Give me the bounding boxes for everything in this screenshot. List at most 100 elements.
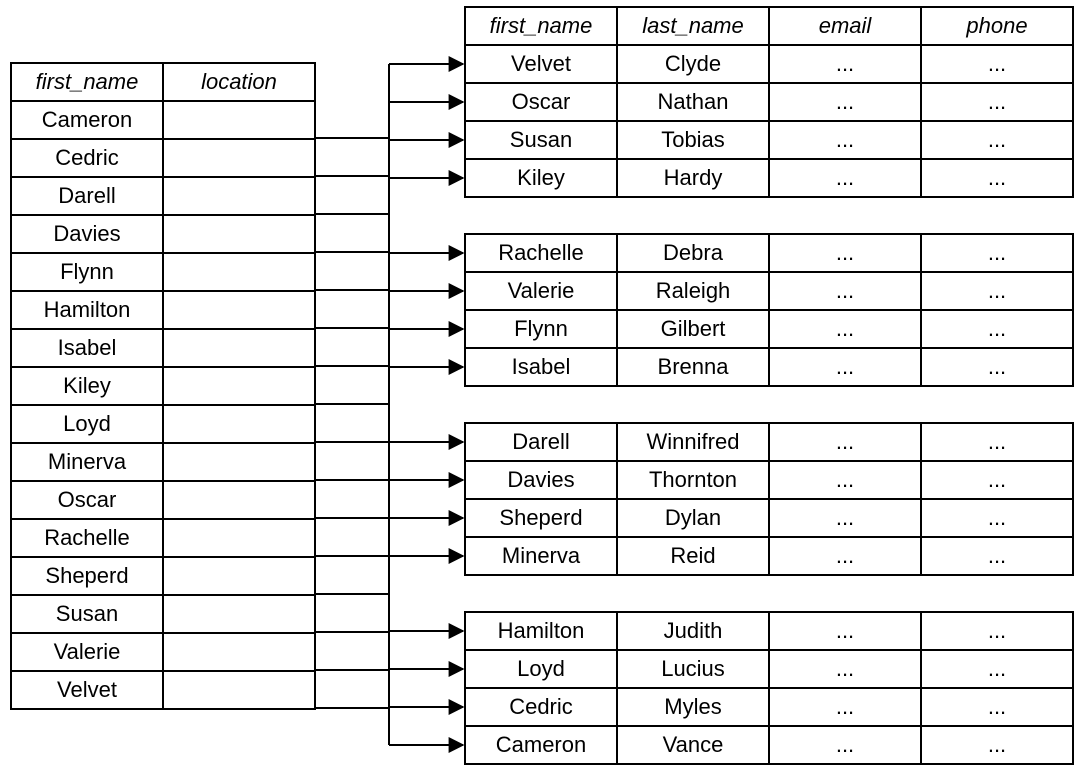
index-first-name-cell: Kiley	[10, 366, 164, 406]
record-last-name-cell: Vance	[616, 725, 770, 765]
record-first-name-cell: Oscar	[464, 82, 618, 122]
index-location-cell	[162, 518, 316, 558]
index-row: Rachelle	[10, 518, 316, 558]
index-location-cell	[162, 366, 316, 406]
index-header-first-name: first_name	[10, 62, 164, 102]
record-phone-cell: ...	[920, 611, 1074, 651]
record-last-name-cell: Myles	[616, 687, 770, 727]
index-first-name-cell: Loyd	[10, 404, 164, 444]
index-row: Hamilton	[10, 290, 316, 330]
record-last-name-cell: Reid	[616, 536, 770, 576]
index-row: Valerie	[10, 632, 316, 672]
record-first-name-cell: Cameron	[464, 725, 618, 765]
index-first-name-cell: Oscar	[10, 480, 164, 520]
record-phone-cell: ...	[920, 158, 1074, 198]
record-last-name-cell: Tobias	[616, 120, 770, 160]
record-phone-cell: ...	[920, 422, 1074, 462]
index-location-cell	[162, 214, 316, 254]
record-last-name-cell: Brenna	[616, 347, 770, 387]
record-phone-cell: ...	[920, 687, 1074, 727]
index-row: Oscar	[10, 480, 316, 520]
record-first-name-cell: Sheperd	[464, 498, 618, 538]
index-first-name-cell: Cameron	[10, 100, 164, 140]
index-location-cell	[162, 328, 316, 368]
record-first-name-cell: Kiley	[464, 158, 618, 198]
record-email-cell: ...	[768, 460, 922, 500]
index-row: Isabel	[10, 328, 316, 368]
index-first-name-cell: Minerva	[10, 442, 164, 482]
record-email-cell: ...	[768, 498, 922, 538]
index-location-cell	[162, 176, 316, 216]
index-first-name-cell: Darell	[10, 176, 164, 216]
record-first-name-cell: Velvet	[464, 44, 618, 84]
index-first-name-cell: Rachelle	[10, 518, 164, 558]
record-last-name-cell: Thornton	[616, 460, 770, 500]
record-phone-cell: ...	[920, 309, 1074, 349]
record-first-name-cell: Loyd	[464, 649, 618, 689]
record-first-name-cell: Isabel	[464, 347, 618, 387]
record-email-cell: ...	[768, 309, 922, 349]
record-last-name-cell: Dylan	[616, 498, 770, 538]
record-first-name-cell: Minerva	[464, 536, 618, 576]
record-last-name-cell: Judith	[616, 611, 770, 651]
record-email-cell: ...	[768, 725, 922, 765]
index-row: Susan	[10, 594, 316, 634]
index-first-name-cell: Hamilton	[10, 290, 164, 330]
record-phone-cell: ...	[920, 649, 1074, 689]
record-last-name-cell: Nathan	[616, 82, 770, 122]
index-header-location: location	[162, 62, 316, 102]
index-location-cell	[162, 442, 316, 482]
record-last-name-cell: Hardy	[616, 158, 770, 198]
index-first-name-cell: Davies	[10, 214, 164, 254]
index-first-name-cell: Sheperd	[10, 556, 164, 596]
index-location-cell	[162, 480, 316, 520]
record-email-cell: ...	[768, 120, 922, 160]
record-header-phone: phone	[920, 6, 1074, 46]
record-first-name-cell: Hamilton	[464, 611, 618, 651]
record-first-name-cell: Susan	[464, 120, 618, 160]
record-first-name-cell: Darell	[464, 422, 618, 462]
record-last-name-cell: Raleigh	[616, 271, 770, 311]
record-header-last-name: last_name	[616, 6, 770, 46]
index-first-name-cell: Valerie	[10, 632, 164, 672]
index-first-name-cell: Velvet	[10, 670, 164, 710]
index-location-cell	[162, 100, 316, 140]
record-last-name-cell: Gilbert	[616, 309, 770, 349]
index-row: Cameron	[10, 100, 316, 140]
record-last-name-cell: Clyde	[616, 44, 770, 84]
record-email-cell: ...	[768, 271, 922, 311]
index-location-cell	[162, 632, 316, 672]
record-last-name-cell: Winnifred	[616, 422, 770, 462]
record-phone-cell: ...	[920, 460, 1074, 500]
record-email-cell: ...	[768, 347, 922, 387]
index-location-cell	[162, 252, 316, 292]
record-header-first-name: first_name	[464, 6, 618, 46]
index-row: Darell	[10, 176, 316, 216]
record-email-cell: ...	[768, 82, 922, 122]
record-phone-cell: ...	[920, 498, 1074, 538]
record-header-row: first_name last_name email phone	[464, 6, 1074, 46]
record-email-cell: ...	[768, 687, 922, 727]
index-first-name-cell: Cedric	[10, 138, 164, 178]
index-row: Minerva	[10, 442, 316, 482]
record-phone-cell: ...	[920, 725, 1074, 765]
index-location-cell	[162, 290, 316, 330]
index-row: Davies	[10, 214, 316, 254]
index-location-cell	[162, 670, 316, 710]
